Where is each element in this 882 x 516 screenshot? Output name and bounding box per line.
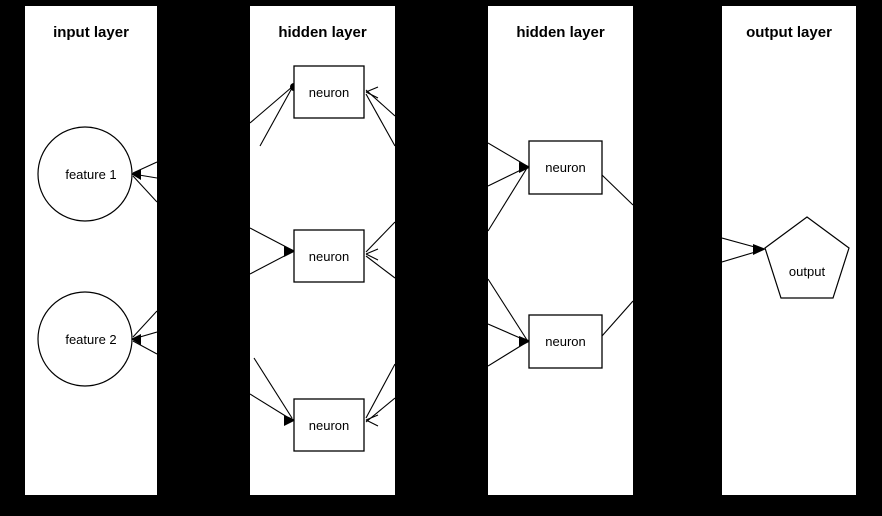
hidden1-neuron-1-endpoint-dot [290,83,298,91]
input-layer-edges [37,126,157,387]
hidden-layer-2-edges [488,140,633,369]
feature-1-incoming-edges [132,161,157,203]
hidden2-outgoing-edges [601,174,633,337]
hidden1-neuron-2-box [293,229,365,283]
hidden2-neuron-2-label: neuron [545,334,586,349]
hidden2-neuron-2-arrowhead [519,336,531,347]
hidden2-neuron-2-box [528,314,603,369]
hidden1-neuron-2-arrowhead [284,246,296,257]
hidden1-incoming-edges [250,86,293,421]
hidden2-neuron-1-label: neuron [545,160,586,175]
output-pentagon [764,216,850,299]
output-layer-title: output layer [746,24,832,41]
feature-2-arrowhead [131,334,141,345]
feature-2-label: feature 2 [65,332,117,347]
hidden1-neuron-3-arrowhead [284,415,296,426]
output-arrowhead [753,244,766,255]
panel-input-layer: input layer feature 1 feature 2 [25,6,157,495]
panel-hidden-layer-1: hidden layer [250,6,395,495]
feature-2-incoming-edges [132,310,157,355]
input-layer-title: input layer [53,24,129,41]
hidden2-incoming-edges [488,142,528,367]
hidden1-outgoing-edges [365,89,395,423]
output-incoming-edges [722,237,763,263]
panel-output-layer: output layer output [722,6,856,495]
hidden1-neuron-3-label: neuron [308,418,350,433]
feature-2-circle [37,291,133,387]
hidden1-neuron-1-label: neuron [308,85,350,100]
hidden-layer-1-title: hidden layer [278,24,367,41]
panel-hidden-layer-2: hidden layer neuron neuron [488,6,633,495]
output-layer-edges [722,216,850,299]
feature-1-circle [37,126,133,222]
hidden1-neuron-2-label: neuron [308,249,350,264]
hidden-layer-2-title: hidden layer [516,24,605,41]
hidden1-neuron-1-box [293,65,365,119]
hidden2-neuron-1-box [528,140,603,195]
hidden1-neuron-3-box [293,398,365,452]
hidden1-right-arrowheads [365,86,379,427]
output-label: output [788,264,826,279]
feature-1-label: feature 1 [65,167,117,182]
hidden2-neuron-1-arrowhead [519,162,531,173]
hidden-layer-1-edges [250,65,395,452]
feature-1-arrowhead [131,169,141,180]
